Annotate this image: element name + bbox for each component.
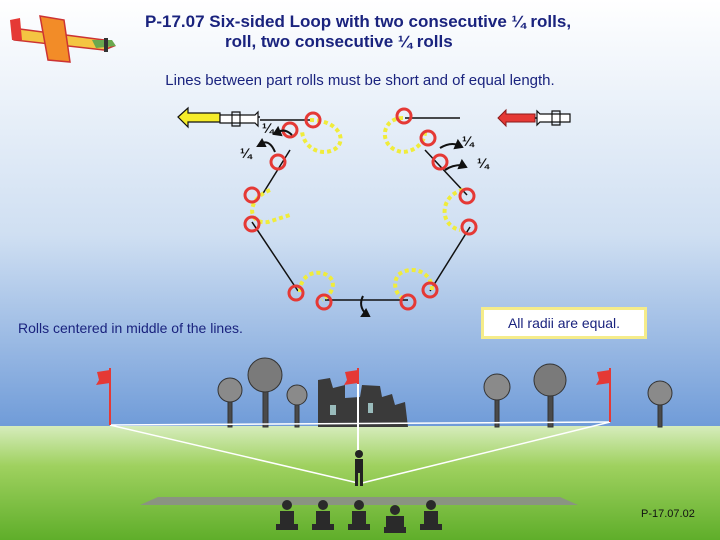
note-rolls-centered: Rolls centered in middle of the lines. — [18, 320, 243, 336]
title-line-2: roll, two consecutive ¼ rolls — [225, 32, 453, 51]
roll-marker — [419, 129, 437, 147]
page-title: P-17.07 Six-sided Loop with two consecut… — [145, 12, 571, 52]
flight-path-lines — [251, 117, 471, 301]
plane-symbol-icon — [536, 109, 571, 127]
title-line-1: P-17.07 Six-sided Loop with two consecut… — [145, 12, 572, 31]
subtitle-note: Lines between part rolls must be short a… — [165, 72, 555, 89]
tree-cluster-right — [483, 363, 673, 428]
roll-marker — [269, 153, 287, 171]
roll-marker — [395, 107, 413, 125]
note-radii-equal: All radii are equal. — [481, 307, 647, 339]
roll-marker — [431, 153, 449, 171]
quarter-label: ¼ — [262, 120, 275, 136]
pilot-figure — [355, 450, 363, 486]
flag-left — [96, 368, 111, 425]
figure-code: P-17.07.02 — [641, 508, 695, 520]
roll-marker — [399, 293, 417, 311]
judges-panel — [276, 500, 442, 533]
roll-marker — [243, 186, 261, 204]
roll-marker — [421, 281, 439, 299]
flag-right — [596, 368, 611, 422]
quarter-label: ¼ — [477, 155, 490, 171]
quarter-label: ¼ — [462, 133, 475, 149]
quarter-label: ¼ — [240, 145, 253, 161]
roll-arrows — [256, 125, 468, 317]
roll-marker — [304, 111, 322, 129]
sky — [0, 0, 720, 428]
tree-cluster-left — [217, 357, 308, 428]
aerobatic-plane-icon — [10, 15, 116, 63]
castle-ruin — [318, 378, 408, 427]
flag-center — [344, 368, 359, 385]
maneuver-diagram: ¼ ¼ ¼ ¼ — [177, 106, 571, 317]
roll-marker — [315, 293, 333, 311]
roll-marker — [243, 215, 261, 233]
roll-marker — [460, 218, 478, 236]
plane-symbol-icon — [219, 110, 259, 128]
roll-marker — [287, 284, 305, 302]
roll-marker — [458, 187, 476, 205]
judging-lines — [109, 382, 611, 484]
roll-markers — [243, 107, 478, 311]
